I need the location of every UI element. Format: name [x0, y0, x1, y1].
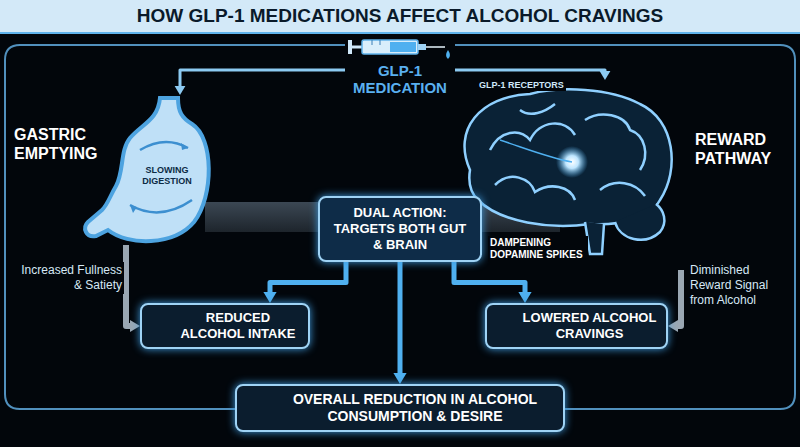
node-text: GLP-1 RECEPTORS — [477, 80, 566, 91]
outcome-box: REDUCED ALCOHOL INTAKE — [140, 303, 310, 349]
arrowhead — [668, 320, 678, 332]
brain-gyrus — [490, 124, 575, 150]
connector-line — [180, 70, 345, 88]
digestion-swirl — [130, 200, 192, 212]
connector — [263, 262, 346, 303]
connector — [455, 70, 610, 80]
connector — [175, 70, 345, 95]
brain-gyrus — [600, 183, 645, 196]
plunger-cap — [348, 40, 352, 54]
syringe-barrel — [362, 40, 418, 54]
stomach-outline — [85, 98, 209, 241]
node-text: GLP-1 MEDICATION — [345, 62, 455, 96]
syringe-liquid — [390, 42, 416, 52]
arrowhead — [175, 86, 186, 95]
node-text: DUAL ACTION: TARGETS BOTH GUT & BRAIN — [328, 205, 472, 253]
brain-gyrus — [585, 115, 645, 170]
drop — [446, 50, 450, 59]
brain-illustration — [465, 89, 672, 254]
arrowhead — [518, 292, 531, 303]
node-text: GASTRIC EMPTYING — [14, 125, 94, 163]
swirl-head — [181, 143, 188, 150]
brain-gyrus — [495, 177, 575, 200]
frame-lines — [5, 45, 795, 409]
edge-label: Diminished Reward Signal from Alcohol — [688, 262, 794, 309]
stomach-illustration — [85, 98, 209, 241]
connector — [126, 245, 140, 332]
connector-line — [270, 262, 346, 294]
arrowhead — [130, 320, 140, 332]
syringe-needle — [426, 46, 445, 48]
node-text: OVERALL REDUCTION IN ALCOHOL CONSUMPTION… — [277, 391, 553, 425]
arrowhead — [393, 373, 406, 384]
central-box: DUAL ACTION: TARGETS BOTH GUT & BRAIN — [318, 196, 482, 262]
node-text: REWARD PATHWAY — [695, 130, 787, 168]
node-text: REDUCED ALCOHOL INTAKE — [176, 310, 300, 342]
cerebellum — [615, 204, 664, 240]
reward-pathway-line — [500, 140, 572, 162]
title-text: HOW GLP-1 MEDICATIONS AFFECT ALCOHOL CRA… — [137, 5, 663, 26]
result-box: OVERALL REDUCTION IN ALCOHOL CONSUMPTION… — [235, 384, 565, 432]
connector-line — [455, 70, 605, 73]
medication-label: GLP-1 MEDICATION — [345, 62, 455, 96]
barrel-tick — [380, 40, 381, 45]
digestion-swirl — [140, 142, 188, 150]
node-text: DAMPENING DOPAMINE SPIKES — [488, 236, 588, 262]
node-text: LOWERED ALCOHOL CRAVINGS — [521, 310, 658, 342]
arrowhead — [263, 292, 276, 303]
brain-gyrus — [520, 104, 555, 114]
barrel-tick — [372, 40, 373, 45]
connector — [454, 262, 532, 303]
arrowhead — [600, 71, 611, 80]
title-bar: HOW GLP-1 MEDICATIONS AFFECT ALCOHOL CRA… — [0, 0, 800, 34]
outcome-box: LOWERED ALCOHOL CRAVINGS — [485, 303, 668, 349]
node-text: SLOWING DIGESTION — [134, 165, 200, 187]
connector-line — [126, 245, 132, 326]
connector-line — [454, 262, 525, 294]
connector — [393, 262, 406, 384]
syringe-icon — [348, 40, 450, 59]
plunger-rod — [352, 46, 362, 49]
connector-line — [398, 262, 403, 375]
connector — [668, 270, 681, 332]
brain-outline — [465, 89, 672, 225]
syringe-tip — [418, 44, 426, 50]
brain-region: REWARD PATHWAY GLP-1 RECEPTORS DAMPENING D… — [455, 80, 790, 270]
swirl-head — [130, 205, 137, 213]
stomach-region: GASTRIC EMPTYING SLOWING DIGESTION — [10, 95, 210, 245]
connector-line — [676, 270, 681, 326]
edge-label: Increased Fullness & Satiety — [12, 262, 124, 294]
